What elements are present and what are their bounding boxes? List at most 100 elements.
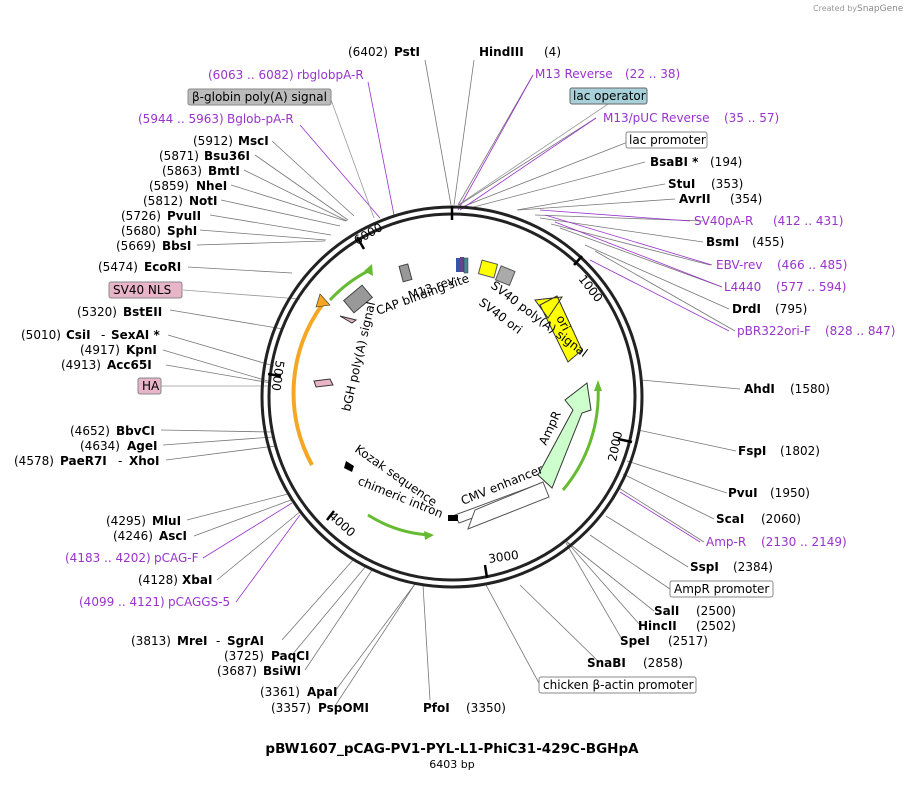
site-pos: (2502)	[696, 619, 736, 633]
site-name: SphI	[167, 224, 197, 238]
site-name: Acc65I	[107, 358, 152, 372]
site-name: DrdI	[732, 302, 761, 316]
site-name: AvrII	[679, 192, 711, 206]
site-pos: (194)	[710, 155, 742, 169]
site-pos: (2500)	[696, 604, 736, 618]
site-pos: (353)	[711, 177, 743, 191]
box-lac-promoter: lac promoter	[629, 133, 706, 147]
label-cap-site: CAP binding site	[374, 271, 471, 318]
site-pos: (5669)	[116, 239, 156, 253]
primer-name: pCAG-F	[154, 551, 199, 565]
site-pos: (4652)	[70, 424, 110, 438]
site-pos: (2384)	[733, 560, 773, 574]
site-pos: (2517)	[668, 634, 708, 648]
site-name: AgeI	[127, 439, 157, 453]
site-pos: (4128)	[138, 573, 178, 587]
site-name: StuI	[668, 177, 695, 191]
site-pos: (354)	[730, 192, 762, 206]
site-pos: (5859)	[149, 179, 189, 193]
site-name: SalI	[654, 604, 679, 618]
ha-feature	[313, 378, 334, 388]
primer-name: SV40pA-R	[694, 214, 753, 228]
ori-feature	[534, 295, 583, 363]
primer-pos: (35 .. 57)	[724, 111, 779, 125]
boxed-labels: β-globin poly(A) signal lac operator lac…	[108, 87, 774, 694]
site-name: Bsu36I	[204, 149, 250, 163]
site-pos: (5320)	[77, 305, 117, 319]
site-pos: (4246)	[113, 529, 153, 543]
primer-name: M13 Reverse	[535, 67, 613, 81]
svg-text:-: -	[101, 328, 105, 342]
primer-lines	[202, 74, 730, 603]
tick-6000: 6000	[352, 220, 385, 247]
primer-pos: (577 .. 594)	[776, 280, 846, 294]
site-name: PvuI	[728, 486, 758, 500]
site-pos: (1802)	[780, 444, 820, 458]
site-pos: (4917)	[80, 343, 120, 357]
site-name: SspI	[690, 560, 719, 574]
site-name: NheI	[196, 179, 227, 193]
site-name: SnaBI	[587, 656, 626, 670]
site-name: BsiWI	[263, 664, 301, 678]
box-chicken-actin-promoter: chicken β-actin promoter	[543, 678, 694, 692]
box-ampr-promoter: AmpR promoter	[674, 582, 769, 596]
box-lac-operator: lac operator	[573, 89, 646, 103]
site-name: MscI	[238, 134, 269, 148]
primer-pos: (5944 .. 5963)	[138, 112, 224, 126]
svg-text:-: -	[118, 454, 122, 468]
site-pos: (3350)	[466, 701, 506, 715]
primer-pos: (828 .. 847)	[825, 324, 895, 338]
site-name: MluI	[152, 514, 181, 528]
site-name: PstI	[394, 45, 420, 59]
site-pos: (4578)	[14, 454, 54, 468]
box-sv40-nls: SV40 NLS	[113, 283, 171, 297]
tick-2000: 2000	[605, 430, 625, 463]
site-name: XbaI	[182, 573, 212, 587]
label-ori: ori	[553, 313, 573, 333]
site-name: SpeI	[620, 634, 650, 648]
primer-name: Amp-R	[706, 535, 746, 549]
site-pos: (455)	[752, 235, 784, 249]
tick-3000: 3000	[487, 548, 519, 566]
site-extra: XhoI	[129, 454, 160, 468]
site-pos: (4295)	[106, 514, 146, 528]
ampr-feature	[537, 382, 592, 489]
site-pos: (5680)	[121, 224, 161, 238]
site-pos: (5474)	[98, 260, 138, 274]
primer-pos: (22 .. 38)	[625, 67, 680, 81]
primer-pos: (466 .. 485)	[777, 258, 847, 272]
site-name: BbsI	[162, 239, 191, 253]
site-pos: (4634)	[80, 439, 120, 453]
watermark-created-by: Created by	[813, 4, 857, 13]
site-name: PvuII	[167, 209, 201, 223]
site-name: ScaI	[716, 512, 744, 526]
site-pos: (3813)	[131, 634, 171, 648]
site-name: PaqCI	[271, 649, 309, 663]
primer-name: Bglob-pA-R	[227, 112, 294, 126]
plasmid-name: pBW1607_pCAG-PV1-PYL-L1-PhiC31-429C-BGHp…	[265, 741, 639, 757]
site-pos: (6402)	[348, 45, 388, 59]
site-name: BsmI	[706, 235, 739, 249]
tick-5000: 5000	[269, 360, 287, 392]
site-pos: (5010)	[21, 328, 61, 342]
site-name: HincII	[638, 619, 677, 633]
primer-name: L4440	[724, 280, 761, 294]
site-pos: (5726)	[121, 209, 161, 223]
site-pos: (5871)	[159, 149, 199, 163]
site-name: KpnI	[126, 343, 157, 357]
site-name: PfoI	[423, 701, 450, 715]
primer-name: M13/pUC Reverse	[603, 111, 710, 125]
site-pos: (4)	[544, 45, 561, 59]
site-name: EcoRI	[144, 260, 181, 274]
site-name: AhdI	[744, 382, 775, 396]
leader-lines	[160, 59, 741, 707]
svg-text:-: -	[216, 634, 220, 648]
snapgene-logo: SnapGene	[857, 4, 904, 14]
site-pos: (5812)	[143, 194, 183, 208]
site-extra: SgrAI	[227, 634, 264, 648]
site-name: HindIII	[479, 45, 524, 59]
site-extra: SexAI *	[111, 328, 160, 342]
primer-pos: (6063 .. 6082)	[208, 68, 294, 82]
site-pos: (3361)	[260, 685, 300, 699]
